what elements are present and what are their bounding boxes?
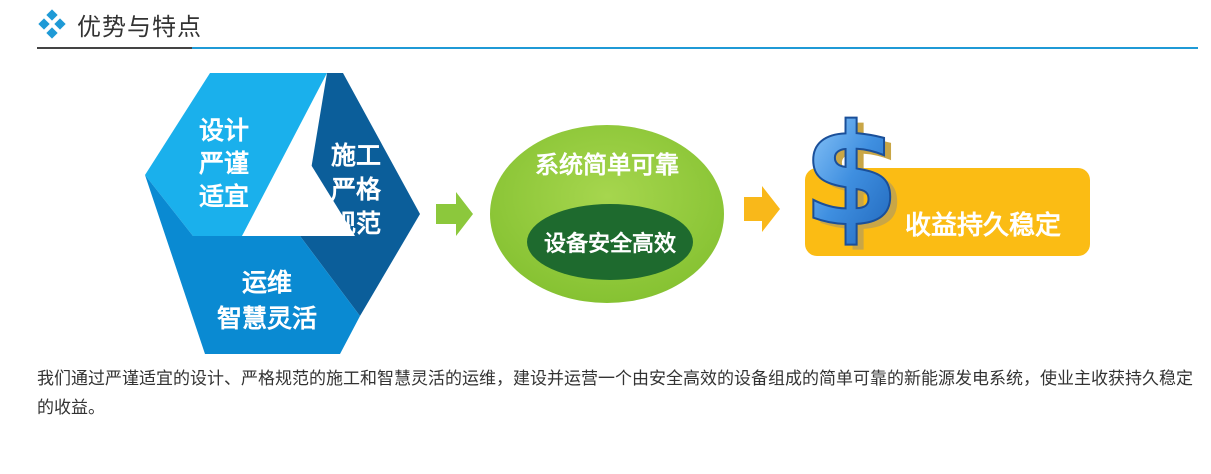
system-reliable-label: 系统简单可靠: [535, 151, 679, 179]
hexagon-segment-design: [145, 73, 327, 236]
arrow-right-orange-icon: [744, 186, 780, 232]
construction-label-line1: 施工: [331, 141, 381, 170]
dollar-sign-shadow: $: [809, 100, 906, 263]
construction-label-line3: 规范: [331, 209, 381, 238]
design-label-line1: 设计: [199, 116, 249, 145]
operation-label-line2: 智慧灵活: [217, 304, 317, 333]
benefit-box: [805, 168, 1090, 256]
hexagon-segment-operation: [145, 175, 360, 354]
equipment-safe-label: 设备安全高效: [544, 231, 676, 257]
header-underline-dark: [37, 47, 192, 49]
design-label-line2: 严谨: [199, 149, 249, 178]
construction-label-line2: 严格: [331, 175, 382, 204]
description-paragraph: 我们通过严谨适宜的设计、严格规范的施工和智慧灵活的运维，建设并运营一个由安全高效…: [37, 369, 1193, 418]
equipment-safe-ellipse: [527, 204, 693, 280]
dollar-sign-icon: $ $: [801, 94, 906, 263]
diamond-cluster-icon: [38, 9, 66, 39]
arrow-right-green-icon: [436, 192, 473, 236]
section-header: 优势与特点: [37, 4, 202, 44]
section-title: 优势与特点: [77, 12, 202, 41]
hexagon-cycle: [145, 73, 420, 354]
operation-label-line1: 运维: [242, 268, 292, 297]
hexagon-center-triangle: [242, 147, 355, 236]
dollar-sign-glyph: $: [802, 95, 899, 258]
benefit-label: 收益持久稳定: [905, 210, 1061, 241]
hexagon-segment-construction: [300, 73, 420, 316]
header-underline-blue: [192, 47, 1198, 49]
design-label-line3: 适宜: [199, 182, 249, 211]
